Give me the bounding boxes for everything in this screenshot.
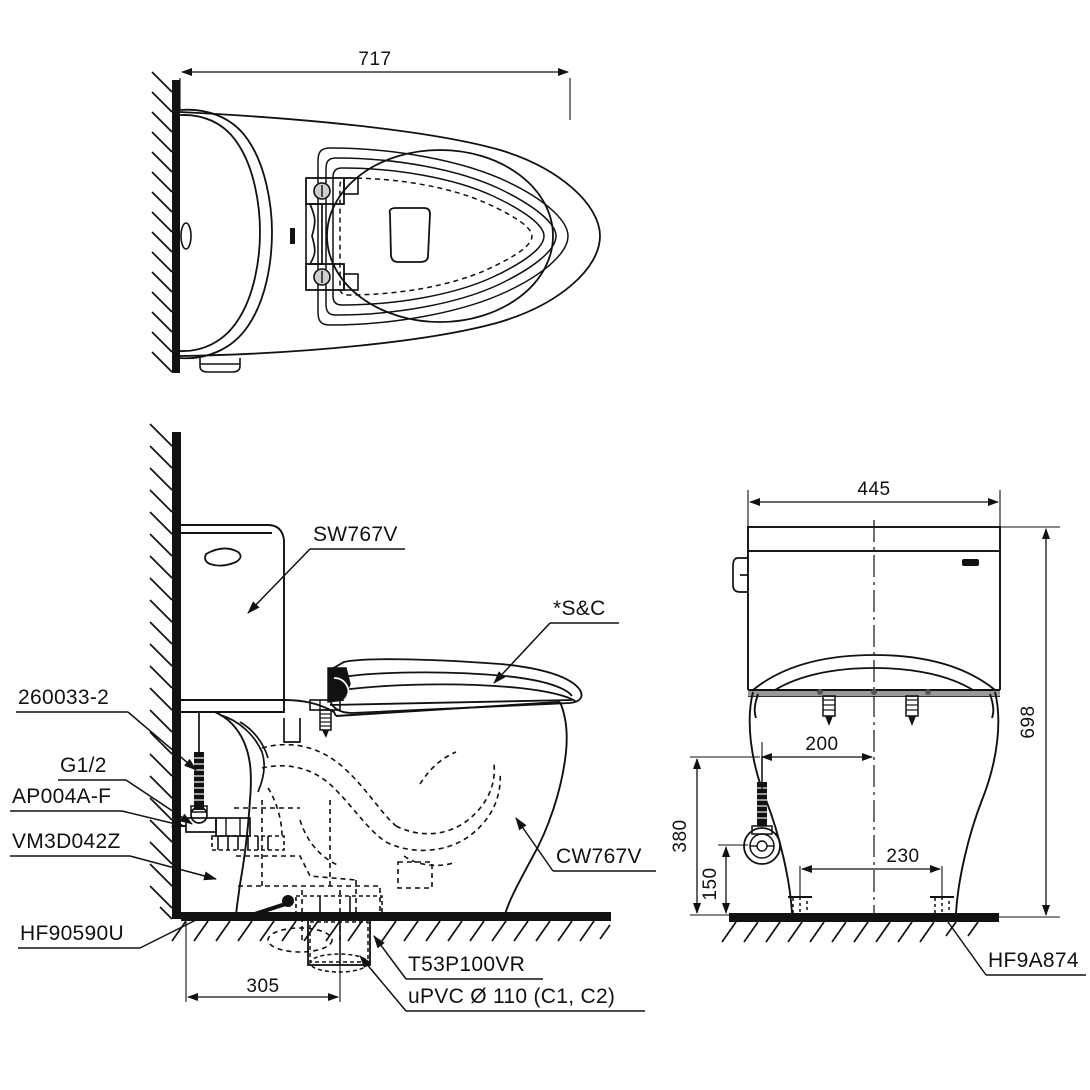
label-cw767v-text: CW767V	[556, 845, 642, 868]
front-seat-bolt-right	[905, 695, 919, 726]
side-flange-bolt	[236, 895, 294, 921]
label-upvc-text: uPVC Ø 110 (C1, C2)	[408, 985, 615, 1008]
label-g12-text: G1/2	[60, 754, 107, 777]
plan-tank-outline	[179, 108, 273, 360]
plan-view: 717	[151, 49, 601, 373]
label-t53p100vr-text: T53P100VR	[408, 953, 525, 976]
label-t53p100vr: T53P100VR	[373, 935, 543, 980]
plan-bowl-water-spot	[388, 207, 431, 263]
side-dim-305-value: 305	[246, 976, 279, 997]
label-ap004af-text: AP004A-F	[12, 785, 111, 808]
front-dim-150-value: 150	[700, 867, 721, 900]
plan-bowl-opening	[326, 149, 554, 323]
front-dimension-230: 230	[799, 846, 943, 899]
side-wall	[149, 423, 181, 920]
side-view: SW767V *S&C CW767V 260033-2 G1/2	[10, 423, 656, 1012]
side-bowl-body	[214, 699, 568, 919]
front-seat-bolt-left	[822, 695, 836, 726]
plan-hinge-assembly	[305, 177, 359, 291]
front-floor	[721, 913, 999, 943]
front-view: 445 698 200 380 150	[670, 479, 1086, 976]
plan-dim-717-value: 717	[358, 49, 391, 70]
label-hf9a874: HF9A874	[947, 921, 1086, 976]
label-hf9a874-text: HF9A874	[988, 949, 1079, 972]
plan-seat-rings	[317, 147, 569, 326]
plan-lid-outline	[179, 111, 601, 357]
label-sandc-text: *S&C	[553, 597, 606, 620]
side-trapway-hidden	[234, 743, 502, 953]
label-vm3d042z: VM3D042Z	[10, 830, 217, 881]
plan-dimension-717: 717	[179, 49, 571, 120]
side-flush-lever	[204, 547, 242, 567]
front-dim-698-value: 698	[1018, 705, 1039, 738]
label-ap004af: AP004A-F	[10, 785, 185, 828]
front-tank-handle	[732, 557, 748, 593]
label-hf90590u-text: HF90590U	[20, 922, 124, 945]
label-260033-2: 260033-2	[16, 686, 197, 771]
front-tank-marker	[962, 559, 979, 566]
front-dimension-380: 380	[670, 756, 760, 916]
front-dim-445-value: 445	[857, 479, 890, 500]
side-seat-hinge	[309, 667, 351, 738]
label-g12: G1/2	[58, 754, 193, 825]
side-dimension-305: 305	[185, 922, 341, 1002]
plan-tank-side-handle	[180, 222, 192, 250]
plan-wall	[151, 71, 180, 373]
front-dimension-150: 150	[700, 844, 748, 914]
plan-deck-slot	[290, 228, 295, 244]
side-floor	[171, 912, 611, 942]
side-supply-connector	[194, 712, 204, 810]
label-sw767v-text: SW767V	[313, 523, 398, 546]
label-hf90590u: HF90590U	[18, 919, 197, 949]
front-dimension-200: 200	[761, 734, 873, 790]
front-seat-bolts	[817, 689, 931, 726]
label-upvc: uPVC Ø 110 (C1, C2)	[359, 955, 645, 1012]
side-supply-hose	[211, 835, 285, 851]
label-260033-2-text: 260033-2	[18, 686, 109, 709]
side-seat-cover	[329, 658, 583, 714]
label-vm3d042z-text: VM3D042Z	[12, 830, 121, 853]
front-dimension-698: 698	[956, 526, 1060, 918]
front-dim-230-value: 230	[886, 846, 919, 867]
side-pan-connector	[295, 895, 383, 915]
side-tank	[181, 524, 285, 713]
label-sw767v: SW767V	[247, 523, 405, 614]
front-dim-200-value: 200	[805, 734, 838, 755]
side-inner-rim	[219, 714, 301, 793]
front-dimension-445: 445	[747, 479, 1001, 530]
label-sandc: *S&C	[493, 597, 619, 684]
front-dim-380-value: 380	[670, 819, 691, 852]
label-cw767v: CW767V	[515, 817, 656, 872]
plan-tank-foot	[199, 358, 241, 373]
